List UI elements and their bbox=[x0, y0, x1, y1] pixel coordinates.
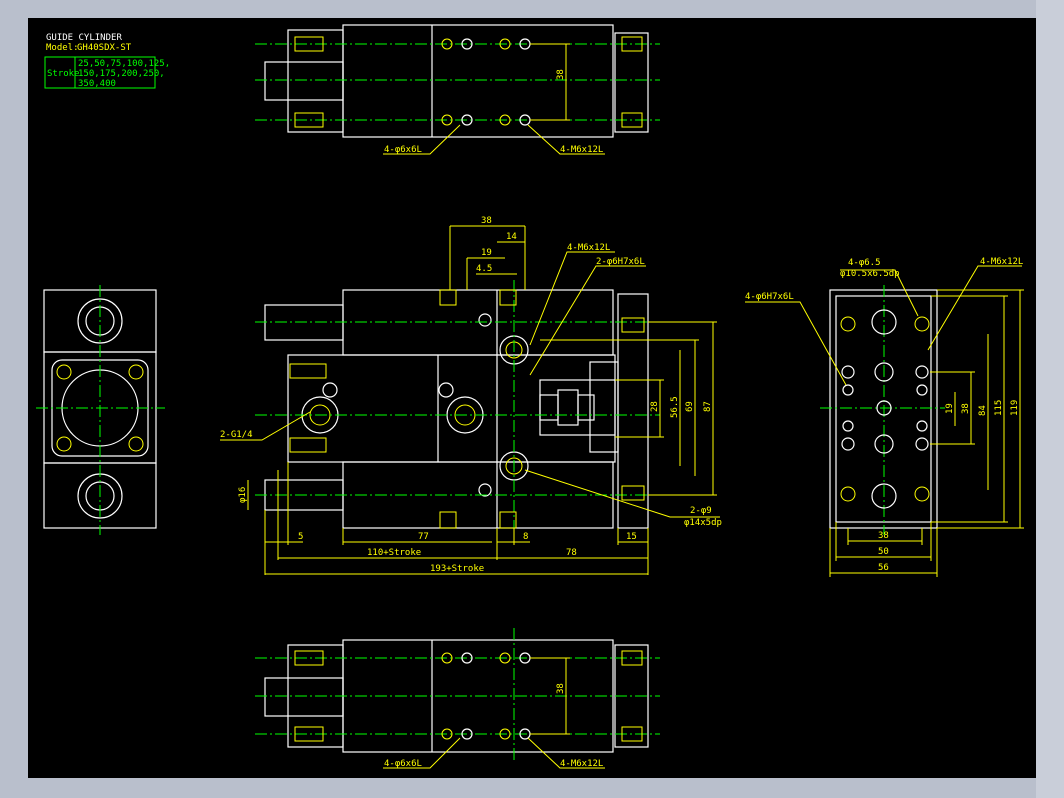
side-hole-a: 4-φ6.5 bbox=[848, 258, 881, 268]
bottom-hole-b-label: 4-M6x12L bbox=[560, 759, 603, 769]
cad-drawing-area bbox=[28, 18, 1036, 778]
side-dim-56: 56 bbox=[878, 563, 889, 573]
front-dim-14: 14 bbox=[506, 232, 517, 242]
front-view: 38 14 19 4.5 4-M6x12L 2-φ6H7x6L 2-G1/4 2… bbox=[220, 216, 722, 575]
front-dim-69: 69 bbox=[685, 401, 695, 412]
top-dim-38: 38 bbox=[556, 69, 566, 80]
front-dim-87: 87 bbox=[703, 401, 713, 412]
model-label: Model: bbox=[46, 43, 79, 53]
side-dim-19: 19 bbox=[945, 403, 955, 414]
top-view: 38 4-φ6x6L 4-M6x12L bbox=[255, 24, 660, 155]
side-tap: 4-M6x12L bbox=[980, 257, 1023, 267]
front-dim-19: 19 bbox=[481, 248, 492, 258]
front-dim-78: 78 bbox=[566, 548, 577, 558]
side-hole-a2: φ10.5x6.5dp bbox=[840, 269, 900, 279]
front-cbore-1: 2-φ9 bbox=[690, 506, 712, 516]
front-dim-77: 77 bbox=[418, 532, 429, 542]
front-dim-56-5: 56.5 bbox=[670, 396, 680, 418]
stroke-values-2: 150,175,200,250, bbox=[78, 69, 165, 79]
bottom-view: 38 4-φ6x6L 4-M6x12L bbox=[255, 628, 660, 769]
front-dim-8: 8 bbox=[523, 532, 528, 542]
bottom-dim-38: 38 bbox=[556, 683, 566, 694]
front-dim-110: 110+Stroke bbox=[367, 548, 421, 558]
model-value: GH40SDX-ST bbox=[77, 43, 132, 53]
top-hole-b-label: 4-M6x12L bbox=[560, 145, 603, 155]
scrollbar[interactable] bbox=[1036, 0, 1064, 798]
stroke-label: Stroke bbox=[47, 69, 80, 79]
front-pin-label: 2-φ6H7x6L bbox=[596, 257, 645, 267]
stroke-values-1: 25,50,75,100,125, bbox=[78, 59, 170, 69]
front-dim-15: 15 bbox=[626, 532, 637, 542]
front-dim-28: 28 bbox=[650, 401, 660, 412]
front-dim-5: 5 bbox=[298, 532, 303, 542]
side-dim-38b: 38 bbox=[878, 531, 889, 541]
front-dim-4-5: 4.5 bbox=[476, 264, 492, 274]
side-dim-119: 119 bbox=[1010, 400, 1020, 416]
drawing-title: GUIDE CYLINDER bbox=[46, 33, 122, 43]
front-cbore-2: φ14x5dp bbox=[684, 518, 722, 528]
title-block: GUIDE CYLINDER Model: GH40SDX-ST Stroke … bbox=[44, 33, 170, 89]
right-side-view: 4-φ6.5 φ10.5x6.5dp 4-M6x12L 4-φ6H7x6L 19… bbox=[745, 257, 1024, 577]
front-dim-38: 38 bbox=[481, 216, 492, 226]
side-dim-115: 115 bbox=[994, 400, 1004, 416]
left-end-view bbox=[36, 285, 165, 535]
front-dim-193: 193+Stroke bbox=[430, 564, 484, 574]
side-pin: 4-φ6H7x6L bbox=[745, 292, 794, 302]
bottom-hole-a-label: 4-φ6x6L bbox=[384, 759, 422, 769]
top-hole-a-label: 4-φ6x6L bbox=[384, 145, 422, 155]
side-dim-38: 38 bbox=[961, 403, 971, 414]
side-dim-50: 50 bbox=[878, 547, 889, 557]
front-tap-label: 4-M6x12L bbox=[567, 243, 610, 253]
side-dim-84: 84 bbox=[978, 405, 988, 416]
front-port-label: 2-G1/4 bbox=[220, 430, 253, 440]
stroke-values-3: 350,400 bbox=[78, 79, 116, 89]
front-dim-phi16: φ16 bbox=[238, 487, 248, 503]
